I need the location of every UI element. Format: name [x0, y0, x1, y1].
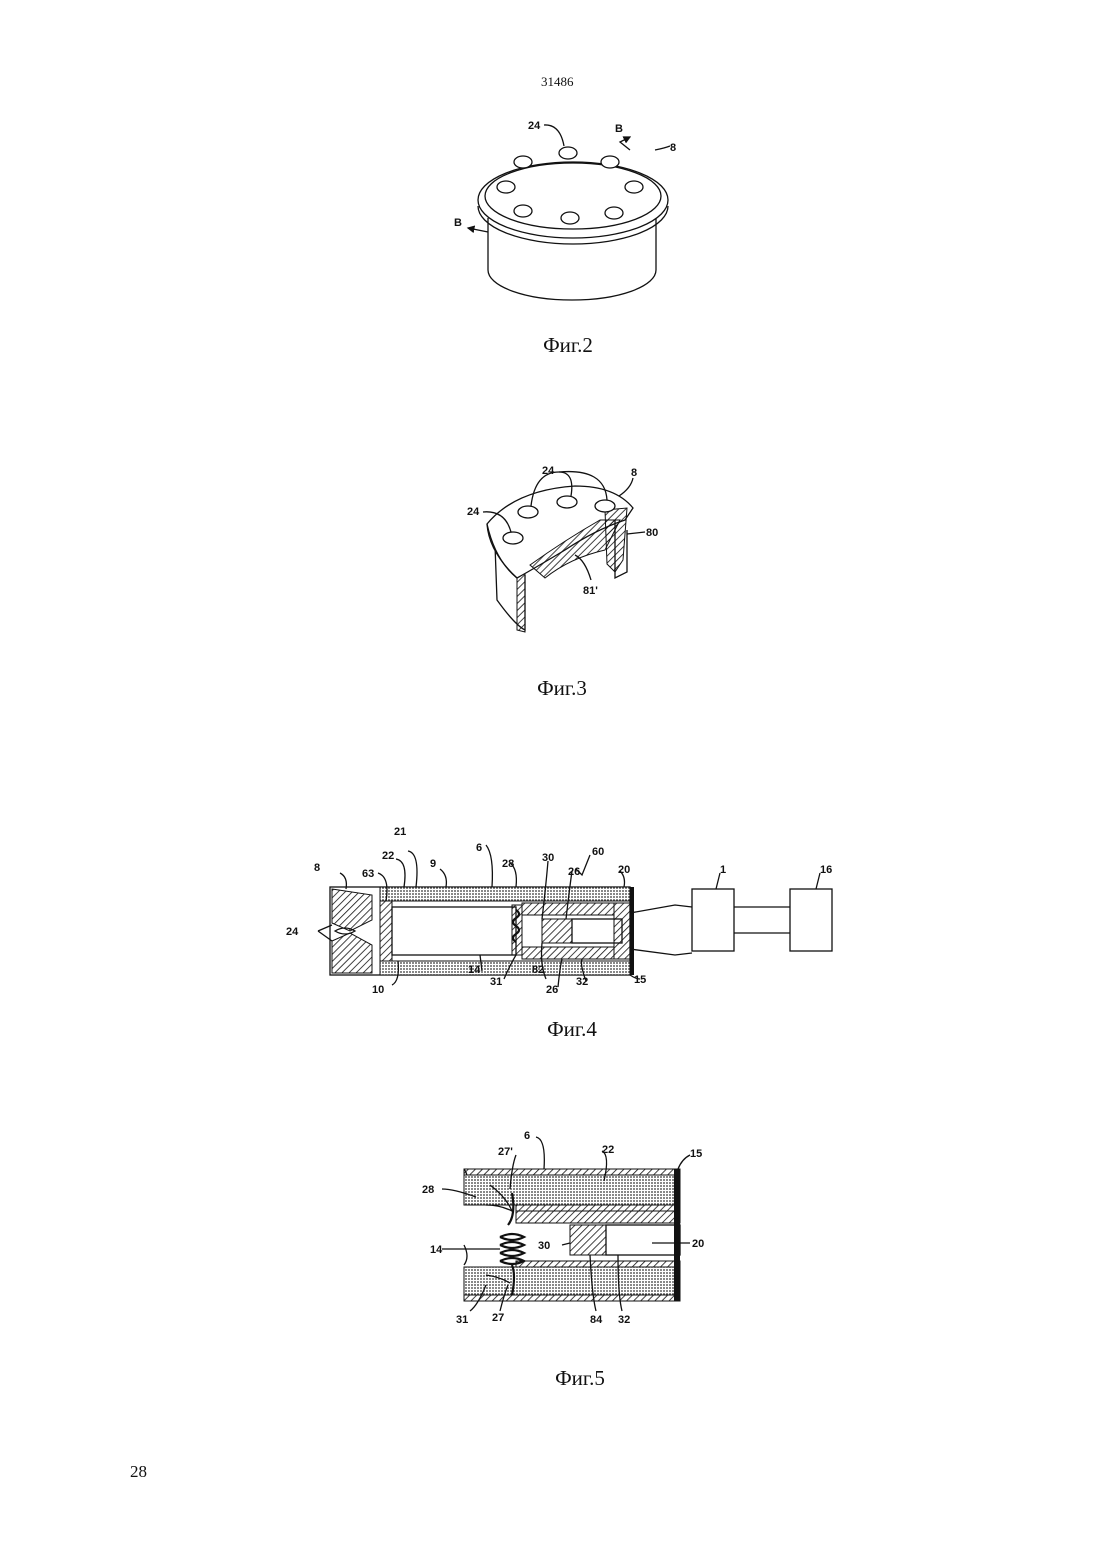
fig2-label-8: 8 — [670, 142, 676, 154]
fig4-label-21: 21 — [394, 826, 406, 838]
fig5-label-27p: 27' — [498, 1146, 513, 1158]
figure-4-drawing: 8 24 63 22 21 9 6 28 30 26 60 20 1 16 10… — [280, 815, 860, 1005]
fig4-label-14: 14 — [468, 964, 481, 976]
fig4-label-26-top: 26 — [568, 866, 580, 878]
fig4-label-82: 82 — [532, 964, 544, 976]
figure-5-drawing: 6 27' 22 15 28 14 30 20 31 27 84 32 — [420, 1125, 740, 1325]
fig4-label-8: 8 — [314, 862, 320, 874]
figure-3-caption: Фиг.3 — [462, 676, 662, 701]
document-number: 31486 — [541, 74, 574, 90]
fig5-label-30: 30 — [538, 1240, 550, 1252]
figure-4-caption: Фиг.4 — [472, 1017, 672, 1042]
fig3-label-80: 80 — [646, 527, 658, 539]
fig3-label-8: 8 — [631, 467, 637, 479]
fig4-label-63: 63 — [362, 868, 374, 880]
fig4-label-10: 10 — [372, 984, 384, 996]
figure-2-drawing: 24 8 B B — [460, 110, 700, 320]
fig4-label-16: 16 — [820, 864, 832, 876]
fig2-label-b-top: B — [615, 123, 623, 135]
fig4-label-31: 31 — [490, 976, 502, 988]
fig5-label-32: 32 — [618, 1314, 630, 1326]
fig5-label-28: 28 — [422, 1184, 434, 1196]
figure-3-drawing: 24 24 8 80 81' — [455, 460, 695, 650]
fig4-label-22: 22 — [382, 850, 394, 862]
fig5-label-20: 20 — [692, 1238, 704, 1250]
fig4-label-24: 24 — [286, 926, 299, 938]
fig3-label-24-top: 24 — [542, 465, 555, 477]
fig5-label-6: 6 — [524, 1130, 530, 1142]
fig4-label-32: 32 — [576, 976, 588, 988]
fig2-label-24: 24 — [528, 120, 541, 132]
fig5-label-31: 31 — [456, 1314, 468, 1326]
fig4-label-26-bottom: 26 — [546, 984, 558, 996]
figure-5-caption: Фиг.5 — [480, 1366, 680, 1391]
fig5-label-14: 14 — [430, 1244, 443, 1256]
fig4-label-6: 6 — [476, 842, 482, 854]
page-number: 28 — [130, 1462, 147, 1482]
fig4-label-60: 60 — [592, 846, 604, 858]
fig4-label-20: 20 — [618, 864, 630, 876]
fig3-label-24-left: 24 — [467, 506, 480, 518]
fig5-label-27: 27 — [492, 1312, 504, 1324]
fig2-label-b-left: B — [454, 217, 462, 229]
fig4-label-28: 28 — [502, 858, 514, 870]
fig5-label-22: 22 — [602, 1144, 614, 1156]
fig5-label-84: 84 — [590, 1314, 603, 1326]
fig5-label-15: 15 — [690, 1148, 702, 1160]
fig4-label-15: 15 — [634, 974, 646, 986]
fig4-label-30: 30 — [542, 852, 554, 864]
fig4-label-9: 9 — [430, 858, 436, 870]
fig4-label-1: 1 — [720, 864, 726, 876]
fig3-label-81p: 81' — [583, 585, 598, 597]
figure-2-caption: Фиг.2 — [468, 333, 668, 358]
